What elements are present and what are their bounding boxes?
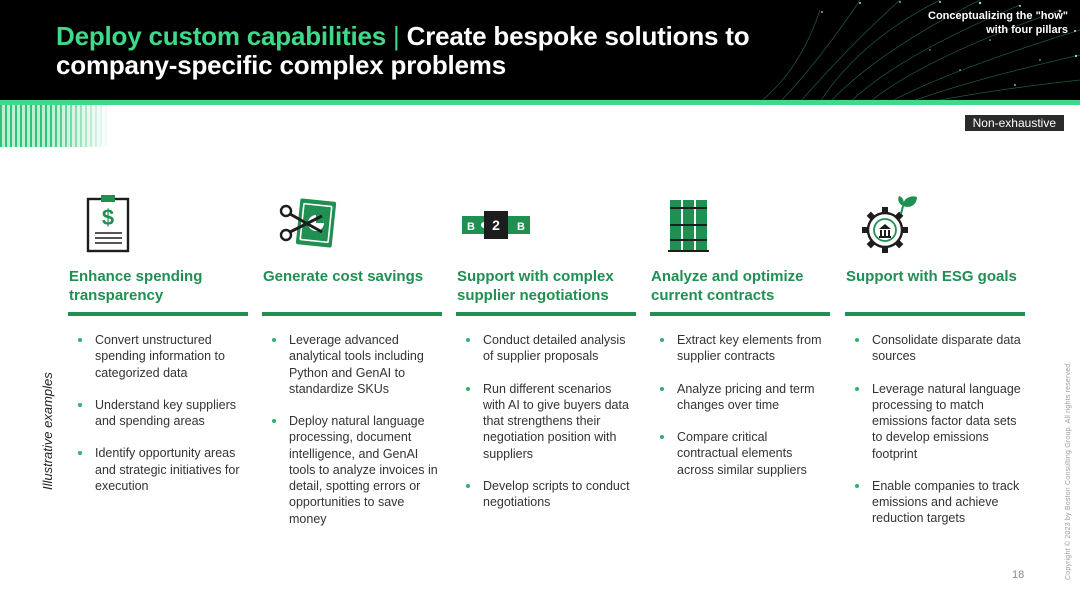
pillar-title: Analyze and optimize current contracts <box>651 268 804 304</box>
icon-label-right: B <box>517 221 525 233</box>
corner-note: Conceptualizing the "how" with four pill… <box>928 10 1068 36</box>
title-rest: Create bespoke solutions to company-spec… <box>56 21 750 80</box>
pillar-bullets: Convert unstructured spending informatio… <box>68 332 248 510</box>
icon-label-left: B <box>467 221 475 233</box>
binders-icon <box>668 200 709 252</box>
side-label: Illustrative examples <box>40 372 55 490</box>
pillar-bullets: Consolidate disparate data sources Lever… <box>845 332 1025 543</box>
pillar-title: Enhance spending transparency <box>69 268 203 304</box>
pillar-rule <box>650 312 830 316</box>
list-item: Leverage natural language processing to … <box>845 381 1025 462</box>
pillar-title: Generate cost savings <box>263 268 424 285</box>
page-number: 18 <box>1012 569 1025 581</box>
non-exhaustive-badge: Non-exhaustive <box>964 115 1064 131</box>
list-item: Leverage advanced analytical tools inclu… <box>262 332 442 397</box>
header-stripe <box>0 100 1080 105</box>
list-item: Run different scenarios with AI to give … <box>456 381 636 462</box>
pillar-bullets: Conduct detailed analysis of supplier pr… <box>456 332 636 526</box>
pillar-bullets: Leverage advanced analytical tools inclu… <box>262 332 442 543</box>
list-item: Develop scripts to conduct negotiations <box>456 478 636 511</box>
list-item: Convert unstructured spending informatio… <box>68 332 248 381</box>
decorative-bars <box>0 105 110 147</box>
icon-label-middle: 2 <box>492 217 500 233</box>
pillar-rule <box>456 312 636 316</box>
list-item: Identify opportunity areas and strategic… <box>68 445 248 494</box>
header-banner: Deploy custom capabilities | Create besp… <box>0 0 1080 102</box>
list-item: Understand key suppliers and spending ar… <box>68 397 248 430</box>
copyright-notice: Copyright © 2023 by Boston Consulting Gr… <box>1065 361 1072 580</box>
list-item: Consolidate disparate data sources <box>845 332 1025 365</box>
pillar-title: Support with complex supplier negotiatio… <box>457 268 614 304</box>
list-item: Compare critical contractual elements ac… <box>650 429 830 478</box>
title-separator: | <box>393 21 400 51</box>
invoice-dollar-icon: $ <box>86 195 130 253</box>
page-title: Deploy custom capabilities | Create besp… <box>56 22 836 80</box>
scissors-cash-icon <box>279 198 337 248</box>
list-item: Deploy natural language processing, docu… <box>262 413 442 527</box>
pillar-rule <box>845 312 1025 316</box>
title-accent: Deploy custom capabilities <box>56 21 387 51</box>
list-item: Extract key elements from supplier contr… <box>650 332 830 365</box>
b2b-puzzle-icon: B 2 B <box>462 211 530 239</box>
list-item: Enable companies to track emissions and … <box>845 478 1025 527</box>
gear-leaf-icon <box>862 196 917 253</box>
pillar-title: Support with ESG goals <box>846 268 1017 285</box>
fiber-optic-background <box>759 0 1080 102</box>
svg-text:$: $ <box>102 205 114 230</box>
pillar-bullets: Extract key elements from supplier contr… <box>650 332 830 494</box>
list-item: Analyze pricing and term changes over ti… <box>650 381 830 414</box>
pillar-rule <box>68 312 248 316</box>
pillar-rule <box>262 312 442 316</box>
list-item: Conduct detailed analysis of supplier pr… <box>456 332 636 365</box>
